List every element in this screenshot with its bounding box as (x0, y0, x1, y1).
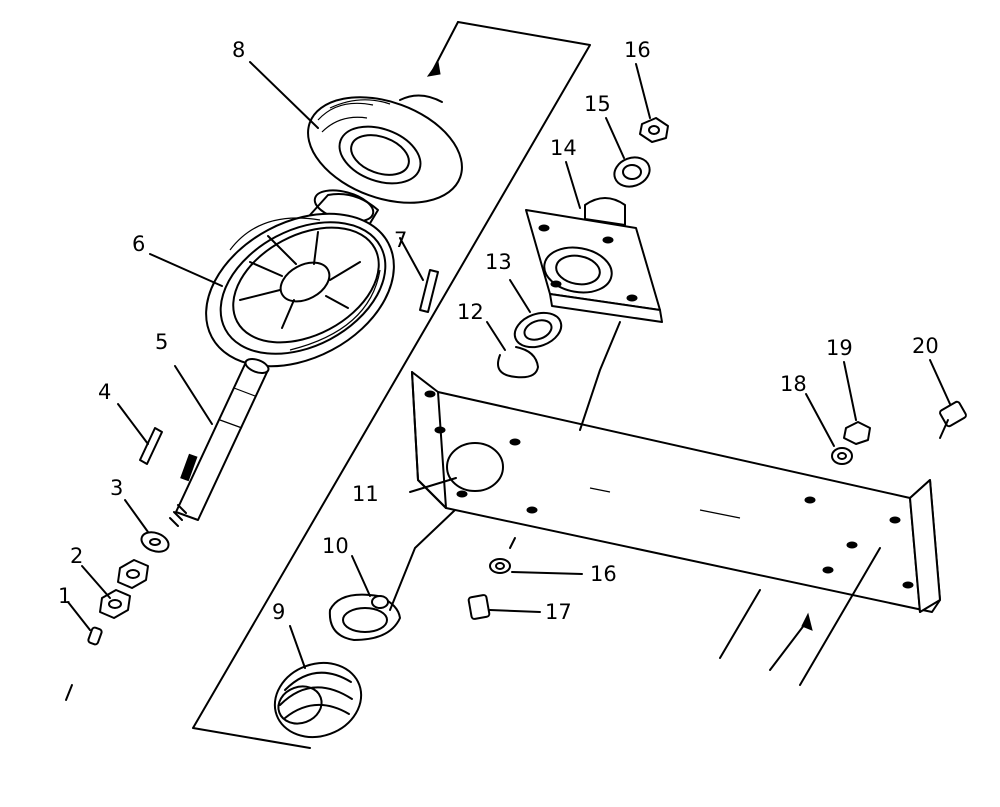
callout-leaders (67, 61, 371, 669)
leader-11 (409, 477, 457, 493)
callout-11: 11 (352, 482, 379, 506)
callout-10: 10 (322, 534, 349, 558)
plate-holes (424, 390, 914, 589)
callout-1: 1 (58, 584, 72, 608)
callout-6: 6 (132, 232, 146, 256)
callout-16-lower: 16 (590, 562, 617, 586)
part-19-nut (843, 361, 871, 445)
part-1-set-screw (65, 626, 103, 701)
part-6-spoked-pulley (205, 212, 395, 368)
part-10-cap (328, 509, 456, 641)
callout-13: 13 (485, 250, 512, 274)
callout-15: 15 (584, 92, 611, 116)
part-17-bolt (467, 594, 541, 620)
part-16-top-nut (635, 63, 669, 143)
assembly-boundary (192, 21, 591, 749)
callout-5: 5 (155, 330, 169, 354)
part-2-nuts (99, 559, 149, 619)
callout-14: 14 (550, 136, 577, 160)
callout-3: 3 (110, 476, 124, 500)
callout-16-top: 16 (624, 38, 651, 62)
part-18-washer (805, 393, 853, 465)
part-4-key (117, 403, 163, 465)
part-13-bearing (509, 279, 563, 349)
callout-8: 8 (232, 38, 246, 62)
callout-7: 7 (394, 228, 408, 252)
part-16-lower-nut (489, 537, 583, 575)
part-20-bolt (929, 359, 967, 439)
callout-17: 17 (545, 600, 572, 624)
part-15-bearing (605, 117, 651, 188)
callout-20: 20 (912, 334, 939, 358)
part-9-pulley (273, 661, 363, 739)
callout-9: 9 (272, 600, 286, 624)
part-7-key (399, 237, 439, 313)
part-5-shaft (169, 358, 270, 527)
callout-12: 12 (457, 300, 484, 324)
part-14-flange-housing (525, 161, 663, 431)
callout-2: 2 (70, 544, 84, 568)
part-12-snap-ring (486, 321, 539, 379)
part-3-washer (140, 531, 170, 553)
mounting-plate (411, 371, 941, 613)
callout-19: 19 (826, 336, 853, 360)
callout-4: 4 (98, 380, 112, 404)
callout-18: 18 (780, 372, 807, 396)
part-8-pulley-cover (307, 94, 463, 204)
assembly-guide-lines (719, 547, 881, 686)
